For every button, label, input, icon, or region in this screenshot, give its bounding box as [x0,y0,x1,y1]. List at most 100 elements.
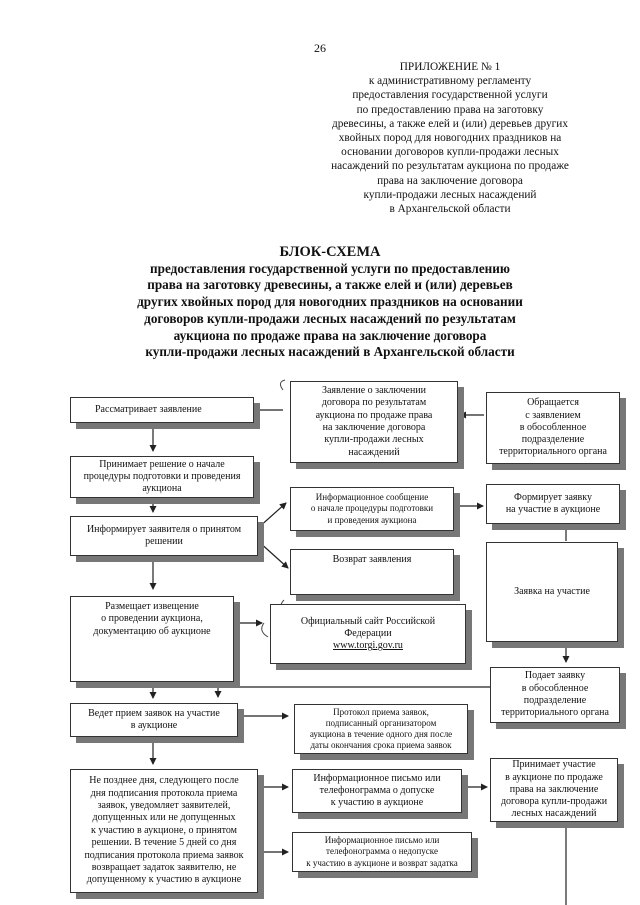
appendix-line: купли-продажи лесных насаждений [363,188,537,201]
appendix-header: ПРИЛОЖЕНИЕ № 1 к административному регла… [300,60,600,216]
admission-letter-box: Информационное письмо или телефонограмма… [292,769,462,813]
arrow-submit-to-accept [214,686,490,698]
bid-box: Заявка на участие [486,542,618,642]
box-line: подразделение [521,434,585,446]
box-line: к участию в аукционе, о принятом [90,824,237,836]
title-line: предоставления государственной услуги по… [150,260,510,276]
box-line: территориального органа [501,707,609,719]
box-line: решении [145,536,183,547]
box-line: в аукционе по продаже [505,771,603,783]
box-line: решении. В течение 5 дней со дня [91,837,237,849]
appendix-line: права на заключение договора [377,174,523,187]
box-line: договора по результатам [321,397,427,409]
box-line: подразделение [523,695,587,706]
scroll-curl-application [279,379,286,391]
box-line: в аукционе [130,720,178,731]
box-line: на участие в аукционе [505,504,601,515]
box-line: процедуры подготовки и проведения [83,470,241,482]
box-line: подписания протокола приема заявок [84,849,244,861]
box-line: о проведении аукциона, [101,613,203,625]
box-line: на заключение договора [322,422,426,433]
title-line: других хвойных пород для новогодних праз… [137,294,523,310]
notify-box: Не позднее дня, следующего после дня под… [70,769,258,893]
box-line: Заявка на участие [514,585,590,597]
official-site-link[interactable]: www.torgi.gov.ru [333,640,403,652]
page-number: 26 [314,41,326,55]
appendix-line: основании договоров купли-продажи лесных [341,146,559,159]
appendix-line: насаждений по результатам аукциона по пр… [331,160,569,173]
box-line: аукциона по продаже права [315,409,433,421]
publishes-notice-box: Размещает извещение о проведении аукцион… [70,596,234,682]
box-line: дня подписания протокола приема [90,787,238,799]
box-line: аукциона в течение одного дня после [309,729,453,739]
box-line: Принимает участие [512,759,596,771]
box-line: Принимает решение о начале [99,458,225,470]
box-line: договора купли-продажи [500,796,608,808]
box-line: территориального органа [499,446,607,458]
box-line: Официальный сайт Российской [300,615,436,627]
box-line: Протокол приема заявок, [333,706,429,717]
inform-applicant-box: Информирует заявителя о принятом решении [70,516,258,556]
box-line: Подает заявку [524,670,586,682]
box-line: возвращает задаток заявителю, не [91,862,237,874]
box-line: аукциона [142,483,182,495]
scroll-curl-site-left [261,622,269,638]
arrow-inform-to-return [257,540,289,569]
box-line: к участию в аукционе [330,797,424,809]
title-line: договоров купли-продажи лесных насаждени… [144,310,516,326]
box-line: купли-продажи лесных [324,434,424,446]
accepts-bids-box: Ведет прием заявок на участие в аукционе [70,703,238,737]
title-line: аукциона по продаже права на заключение … [173,327,487,343]
box-line: Размещает извещение [105,601,199,612]
box-line: права на заключение [509,783,599,795]
appendix-line: древесины, а также елей и (или) деревьев… [331,117,568,130]
appendix-line: в Архангельской области [389,203,511,216]
title-heading: БЛОК-СХЕМА [279,244,381,260]
box-line: подписанный организатором [325,717,437,728]
box-line: Информационное сообщение [315,492,429,503]
box-line: допущенному к участию в аукционе [86,874,242,886]
appendix-line: хвойных пород для новогодних праздников … [338,132,562,145]
box-line: насаждений [348,446,400,458]
rejection-letter-box: Информационное письмо или телефонограмма… [292,832,472,872]
box-line: Заявление о заключении [321,385,427,397]
box-line: телефонограмма о допуске [319,784,435,796]
return-application-box: Возврат заявления [290,549,454,595]
appendix-line: по предоставлению права на заготовку [356,103,544,116]
title-line: права на заготовку древесины, а также ел… [147,277,513,293]
box-line: телефонограмма о недопуске [326,846,438,857]
reviews-box: Рассматривает заявление [70,397,254,423]
official-site-scroll: Официальный сайт Российской Федерации ww… [270,604,466,664]
box-line: Информационное письмо или [324,835,440,846]
document-title: БЛОК-СХЕМА предоставления государственно… [40,244,620,361]
box-line: Рассматривает заявление [95,403,202,415]
box-line: о начале процедуры подготовки [310,503,434,514]
box-line: Формирует заявку [514,491,592,503]
participates-box: Принимает участие в аукционе по продаже … [490,758,618,822]
applies-box: Обращается с заявлением в обособленное п… [486,392,620,464]
info-message-box: Информационное сообщение о начале процед… [290,487,454,531]
box-line: в обособленное [521,682,589,694]
box-line: и проведения аукциона [327,514,417,525]
decision-box: Принимает решение о начале процедуры под… [70,456,254,498]
box-line: Обращается [527,397,579,409]
box-line: заявок, уведомляет заявителей, [97,799,231,811]
protocol-box: Протокол приема заявок, подписанный орга… [294,704,468,754]
box-line: в обособленное [519,421,587,433]
box-line: к участию в аукционе и возврат задатка [306,857,458,868]
submits-bid-box: Подает заявку в обособленное подразделен… [490,667,620,723]
box-line: даты окончания срока приема заявок [310,740,452,751]
application-scroll: Заявление о заключении договора по резул… [290,381,458,463]
box-line: с заявлением [525,409,581,421]
appendix-line: к административному регламенту [368,75,532,88]
box-line: документацию об аукционе [93,625,211,637]
appendix-line: предоставления государственной услуги [352,89,548,102]
box-line: Ведет прием заявок на участие [88,707,220,719]
appendix-line: ПРИЛОЖЕНИЕ № 1 [399,61,501,73]
box-line: Федерации [344,627,392,639]
form-bid-box: Формирует заявку на участие в аукционе [486,484,620,524]
box-line: Возврат заявления [332,554,412,565]
box-line: Информирует заявителя о принятом [86,523,242,535]
arrow-inform-to-info-message [257,502,287,529]
